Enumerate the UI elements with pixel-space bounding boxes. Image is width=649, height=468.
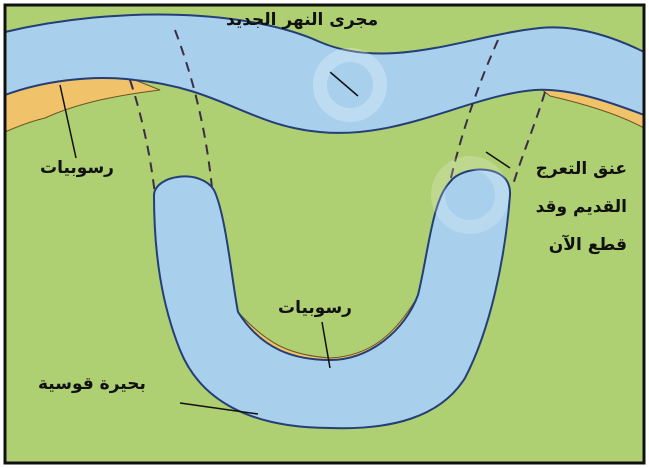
label-sediments-middle: رسوبيات (278, 300, 352, 317)
label-sediments-left: رسوبيات (40, 160, 114, 177)
label-old-meander-neck-line-2: القديم وقد (536, 188, 627, 226)
label-old-meander-neck-line-1: عنق التعرج (536, 150, 627, 188)
label-new-river-channel: مجرى النهر الجديد (226, 12, 378, 29)
label-oxbow-lake: بحيرة قوسية (38, 376, 146, 393)
label-old-meander-neck: عنق التعرج القديم وقد قطع الآن (536, 150, 627, 264)
label-old-meander-neck-line-3: قطع الآن (536, 226, 627, 264)
